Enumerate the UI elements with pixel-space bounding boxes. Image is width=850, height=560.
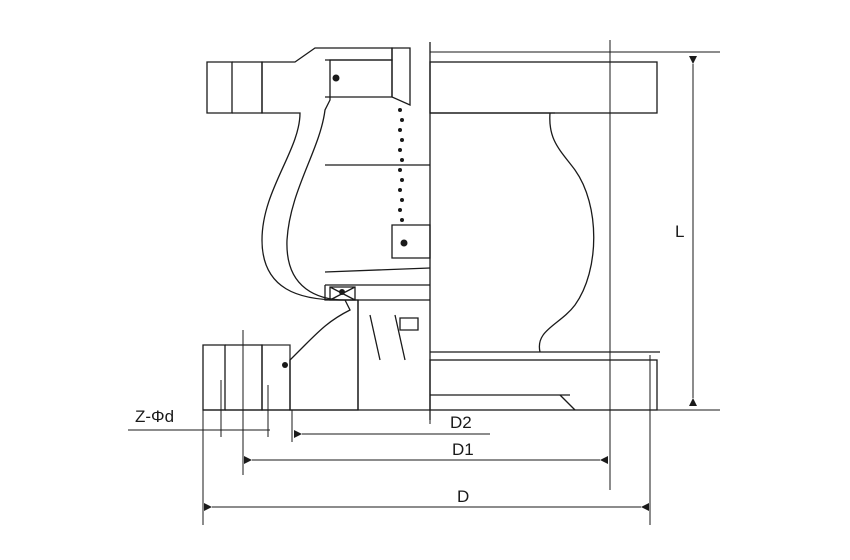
- valve-body-exterior: [429, 61, 660, 411]
- valve-body-section: [202, 47, 431, 411]
- spring-chain: [398, 108, 404, 222]
- label-d2: D2: [450, 413, 472, 432]
- label-d1: D1: [452, 440, 474, 459]
- label-d: D: [457, 487, 469, 506]
- dimension-lines: [128, 40, 720, 525]
- label-length: L: [675, 222, 684, 241]
- label-bolt-holes: Z-Φd: [135, 407, 174, 426]
